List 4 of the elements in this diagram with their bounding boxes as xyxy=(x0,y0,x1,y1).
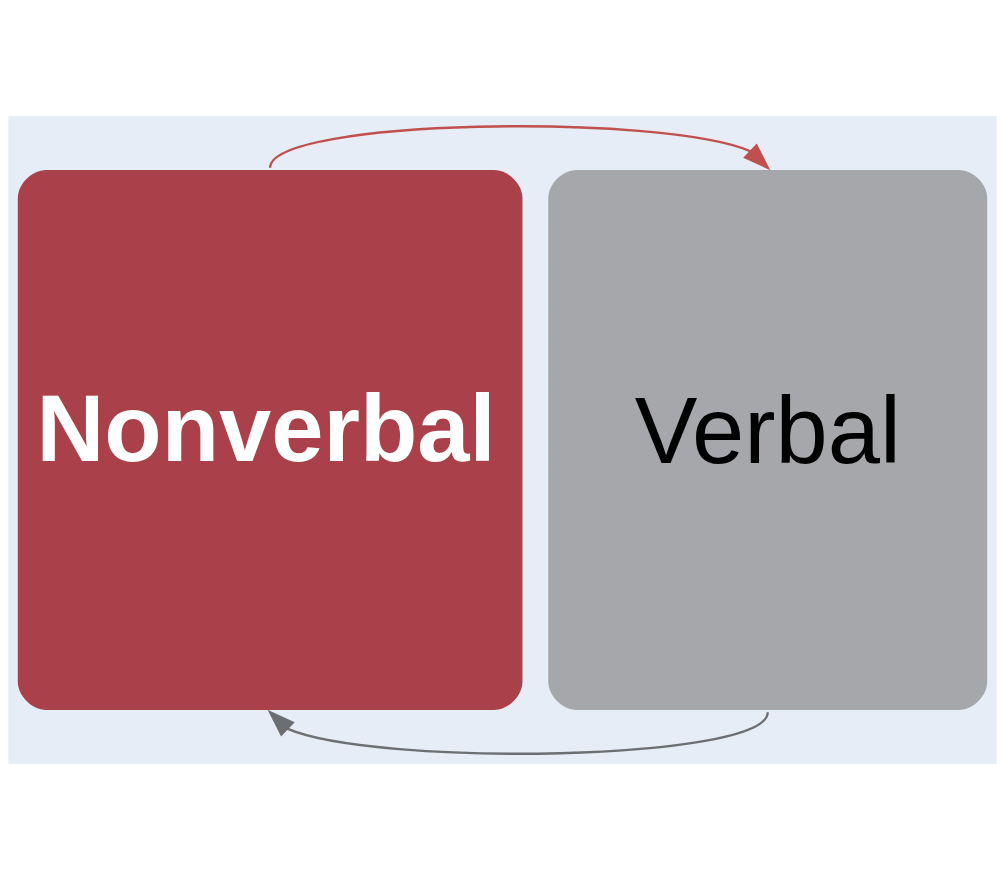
arrow xyxy=(269,124,771,170)
arrow xyxy=(267,709,769,755)
node-box: Nonverbal xyxy=(17,169,523,710)
node-box: Verbal xyxy=(548,169,988,710)
